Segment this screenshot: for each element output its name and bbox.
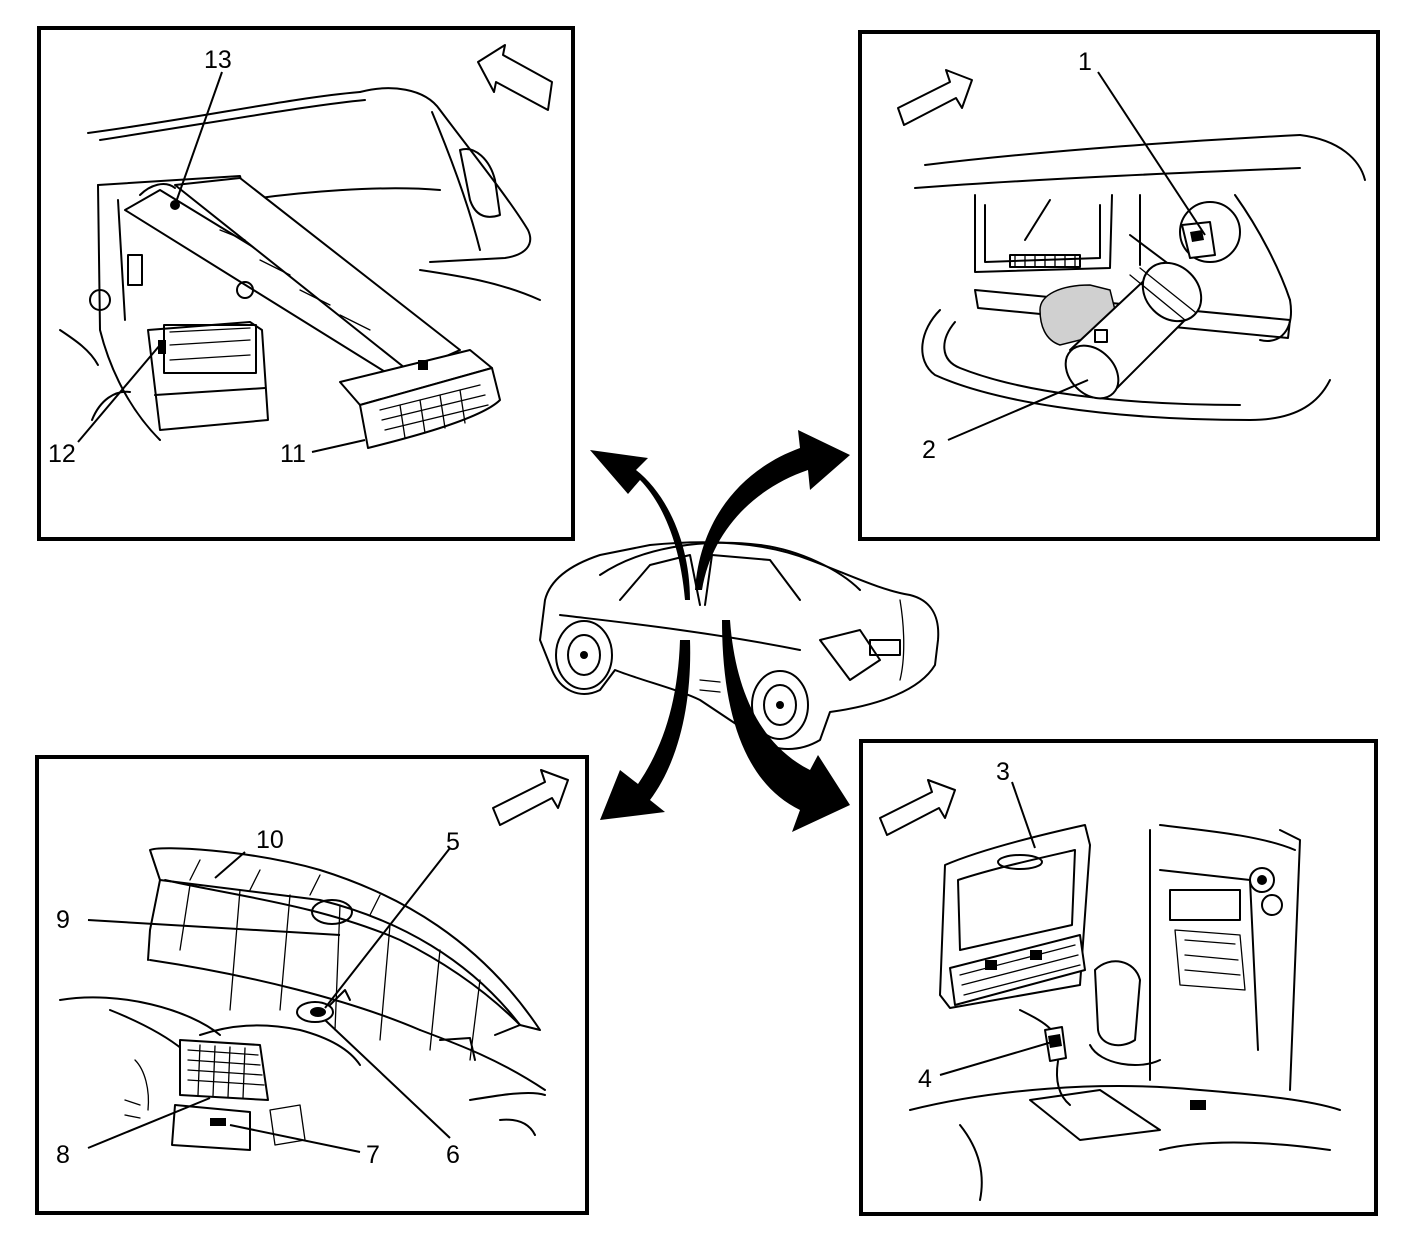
callout-9: 9 xyxy=(56,906,70,934)
vehicle-illustration xyxy=(539,541,940,750)
callout-10: 10 xyxy=(256,826,284,854)
callout-2: 2 xyxy=(922,436,936,464)
callout-8: 8 xyxy=(56,1141,70,1169)
panel-top-right: 1 2 xyxy=(858,30,1380,541)
curved-arrows xyxy=(590,430,850,832)
callout-7: 7 xyxy=(366,1141,380,1169)
curved-arrow-icon xyxy=(590,450,690,600)
panel-bottom-right: 3 4 xyxy=(859,739,1378,1216)
panel-top-left: 13 12 11 xyxy=(37,26,575,541)
callout-3: 3 xyxy=(996,758,1010,786)
callout-13: 13 xyxy=(204,46,232,74)
callout-12: 12 xyxy=(48,440,76,468)
callout-4: 4 xyxy=(918,1065,932,1093)
direction-arrow-icon xyxy=(897,69,973,126)
curved-arrow-icon xyxy=(695,430,850,590)
curved-arrow-icon xyxy=(600,640,691,820)
callout-11: 11 xyxy=(280,440,306,468)
callout-1: 1 xyxy=(1078,48,1092,76)
direction-arrow-icon xyxy=(477,44,553,111)
direction-arrow-icon xyxy=(492,769,569,826)
curved-arrow-icon xyxy=(722,620,850,832)
callout-5: 5 xyxy=(446,828,460,856)
callout-6: 6 xyxy=(446,1141,460,1169)
panel-bottom-left: 10 9 5 6 7 8 xyxy=(35,755,589,1215)
direction-arrow-icon xyxy=(879,779,956,836)
